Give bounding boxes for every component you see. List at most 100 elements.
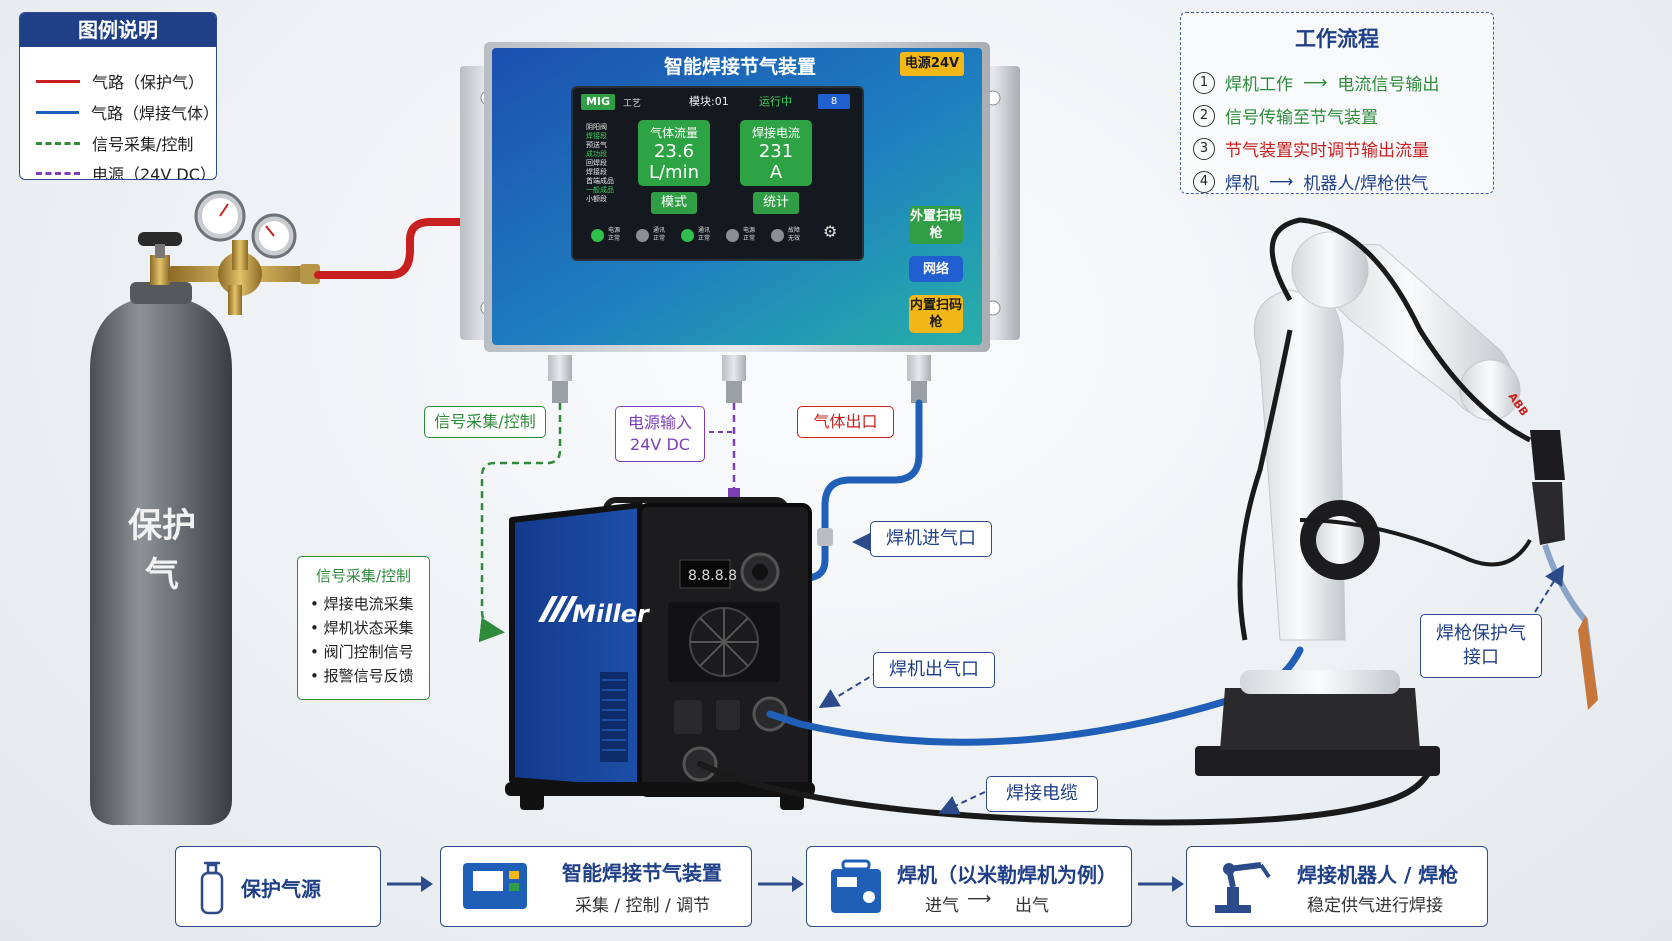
- flow-box-subtitle-out: 出气: [1015, 896, 1049, 916]
- welder-outlet-callout: 焊机出气口: [873, 652, 995, 688]
- flow-box-title: 智能焊接节气装置: [562, 861, 722, 885]
- flow-box-saver-device: 智能焊接节气装置 采集 / 控制 / 调节: [440, 846, 752, 927]
- indicator-label: 电源正常: [608, 227, 621, 242]
- device-screen: MIG 工艺 模块:01 运行中 8 阴阳阀 焊接段 预送气 成功段 回焊段 焊…: [571, 86, 864, 261]
- status-dot: [681, 229, 694, 242]
- gear-icon[interactable]: ⚙: [823, 222, 838, 241]
- network-button[interactable]: 网络: [909, 256, 963, 282]
- flow-box-title: 焊接机器人 / 焊枪: [1297, 863, 1459, 887]
- side-list-item: 回焊段: [586, 159, 607, 167]
- status-dot: [591, 229, 604, 242]
- legend-title: 图例说明: [20, 13, 216, 47]
- gas-flow-value: 23.6: [653, 141, 695, 162]
- legend-panel: 图例说明 气路（保护气） 气路（焊接气体） 信号采集/控制 电源（24V DC）: [19, 12, 217, 180]
- device-connectors: [548, 355, 931, 403]
- step-number: 4: [1193, 170, 1215, 193]
- step-text: 节气装置实时调节输出流量: [1225, 141, 1429, 161]
- legend-swatch: [36, 171, 80, 175]
- side-list-item: 一般成品: [586, 186, 614, 194]
- gas-outlet-callout: 气体出口: [797, 406, 894, 438]
- gas-cylinder: [90, 232, 232, 825]
- stats-button[interactable]: 统计: [753, 192, 799, 214]
- device-title: 智能焊接节气装置: [663, 56, 816, 78]
- step-number: 3: [1193, 137, 1215, 160]
- step-text: 机器人/焊枪供气: [1303, 174, 1429, 194]
- indicator-label: 故障无效: [788, 227, 801, 242]
- weld-cable-callout: 焊接电缆: [986, 776, 1098, 812]
- flow-box-title: 焊机（以米勒焊机为例）: [897, 863, 1117, 887]
- welder-brand: Miller: [572, 600, 651, 628]
- module-label: 模块:01: [689, 95, 729, 108]
- arrow-right-icon: ⟶: [1269, 171, 1294, 192]
- robot-arm-icon: [1215, 862, 1271, 913]
- weld-current-tile: 焊接电流 231 A: [740, 120, 812, 186]
- welding-robot: ABB: [1195, 217, 1598, 776]
- legend-label: 气路（焊接气体）: [90, 104, 217, 123]
- welding-gas-line-out: [766, 646, 1304, 746]
- signal-panel-title: 信号采集/控制: [315, 567, 412, 585]
- external-scanner-button[interactable]: 外置扫码枪: [909, 206, 963, 244]
- side-list-item: 焊接段: [586, 168, 607, 176]
- flow-box-title: 保护气源: [241, 877, 321, 901]
- side-list-item: 成功段: [586, 150, 607, 158]
- workflow-step-1: 1 焊机工作 ⟶ 电流信号输出: [1193, 70, 1439, 95]
- weld-current-label: 焊接电流: [751, 126, 800, 140]
- gas-flow-label: 气体流量: [649, 126, 698, 140]
- flow-box-subtitle-in: 进气: [925, 896, 959, 916]
- flow-box-subtitle: 采集 / 控制 / 调节: [575, 896, 711, 916]
- legend-item-power: 电源（24V DC）: [36, 162, 216, 180]
- signal-panel-item: • 报警信号反馈: [310, 667, 414, 685]
- status-dot: [726, 229, 739, 242]
- legend-item-protective-gas: 气路（保护气）: [36, 70, 204, 92]
- legend-label: 电源（24V DC）: [92, 165, 216, 180]
- workflow-title: 工作流程: [1295, 27, 1379, 51]
- flow-arrow-icon: [756, 872, 804, 896]
- pressure-regulator: [168, 190, 320, 315]
- side-list-item: 小额段: [586, 195, 607, 203]
- counter-badge: 8: [818, 94, 850, 109]
- step-number: 1: [1193, 71, 1215, 94]
- weld-cable-line: [697, 761, 1433, 826]
- status-dot: [771, 229, 784, 242]
- welder-display: 8.8.8.8: [688, 568, 737, 584]
- weld-current-value: 231: [758, 141, 794, 162]
- indicator-label: 电源正常: [743, 227, 756, 242]
- welder-inlet-callout: 焊机进气口: [870, 521, 992, 557]
- cylinder-label: 保护气: [128, 506, 196, 595]
- workflow-panel: 工作流程 1 焊机工作 ⟶ 电流信号输出 2 信号传输至节气装置 3 节气装置实…: [1180, 12, 1494, 194]
- side-list-item: 阴阳阀: [586, 123, 607, 131]
- torch-interface-callout: 焊枪保护气 接口: [1420, 614, 1542, 678]
- mode-button[interactable]: 模式: [651, 192, 697, 214]
- indicator-label: 通讯正常: [698, 227, 711, 242]
- side-list-item: 预送气: [586, 141, 607, 149]
- arrow-right-icon: ⟶: [1303, 72, 1328, 93]
- workflow-step-4: 4 焊机 ⟶ 机器人/焊枪供气: [1193, 169, 1428, 194]
- workflow-step-2: 2 信号传输至节气装置: [1193, 103, 1378, 128]
- indicator-label: 通讯正常: [653, 227, 666, 242]
- legend-item-welding-gas: 气路（焊接气体）: [36, 101, 216, 123]
- welder-icon: [831, 859, 881, 913]
- flow-box-subtitle: 稳定供气进行焊接: [1307, 896, 1443, 916]
- internal-scanner-button[interactable]: 内置扫码枪: [909, 295, 963, 333]
- signal-panel: 信号采集/控制 • 焊接电流采集 • 焊机状态采集 • 阀门控制信号 • 报警信…: [297, 556, 430, 700]
- flow-box-robot: 焊接机器人 / 焊枪 稳定供气进行焊接: [1186, 846, 1488, 927]
- signal-callout: 信号采集/控制: [424, 406, 546, 438]
- signal-line: [478, 403, 562, 643]
- legend-label: 气路（保护气）: [92, 73, 205, 92]
- process-label: 工艺: [623, 99, 642, 109]
- arrow-right-icon: ⟶: [967, 889, 992, 909]
- flow-arrow-icon: [1136, 872, 1184, 896]
- step-text: 焊机工作: [1225, 75, 1293, 95]
- flow-arrow-icon: [385, 872, 433, 896]
- step-text: 焊机: [1225, 174, 1259, 194]
- flow-box-welder: 焊机（以米勒焊机为例） 进气 ⟶ 出气: [806, 846, 1132, 927]
- flow-box-gas-source: 保护气源: [175, 846, 381, 927]
- gas-cylinder-icon: [200, 861, 224, 915]
- legend-swatch: [36, 141, 80, 145]
- workflow-step-3: 3 节气装置实时调节输出流量: [1193, 136, 1429, 161]
- step-text: 信号传输至节气装置: [1225, 108, 1378, 128]
- legend-swatch: [36, 110, 79, 114]
- signal-panel-item: • 焊机状态采集: [310, 619, 414, 637]
- legend-item-signal: 信号采集/控制: [36, 132, 193, 154]
